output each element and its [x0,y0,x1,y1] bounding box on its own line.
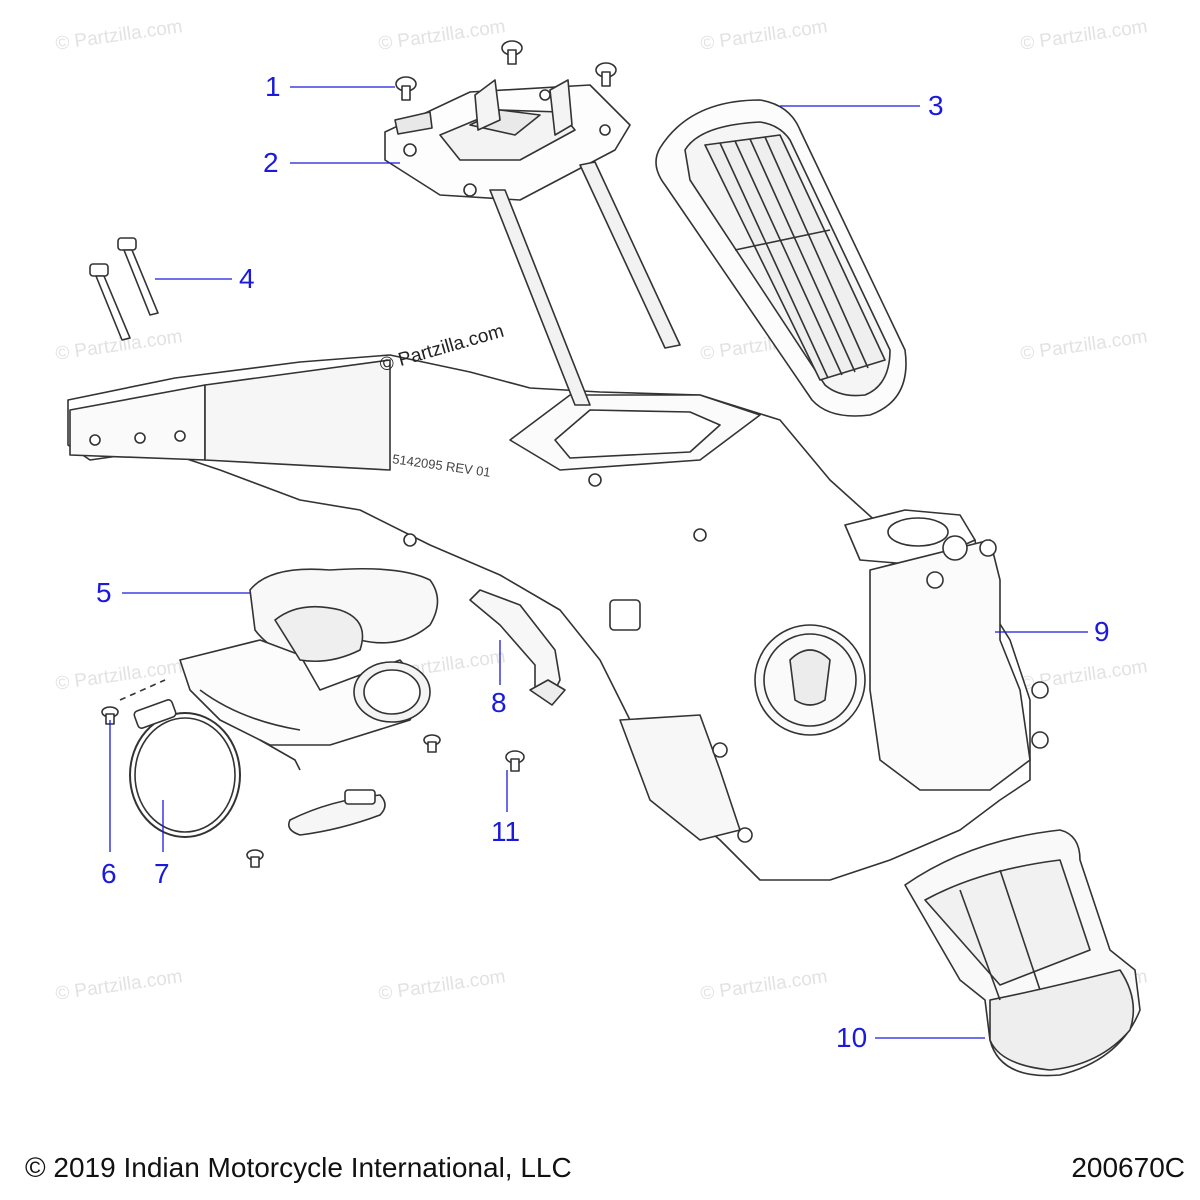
callout-4[interactable]: 4 [239,263,255,294]
copyright-notice: © 2019 Indian Motorcycle International, … [25,1152,572,1183]
callout-6[interactable]: 6 [101,858,117,889]
callout-5[interactable]: 5 [96,577,112,608]
callout-7[interactable]: 7 [154,858,170,889]
callout-8[interactable]: 8 [491,687,507,718]
callout-11[interactable]: 11 [491,816,521,847]
hose-clamp[interactable] [129,699,386,838]
screw[interactable] [505,750,525,772]
intake-boot[interactable] [904,829,1141,1077]
diagram-id: 200670C [1071,1152,1185,1183]
mounting-bracket[interactable] [384,79,681,406]
screw[interactable] [395,40,617,101]
bolt[interactable] [89,237,159,341]
callout-3[interactable]: 3 [928,90,944,121]
callout-1[interactable]: 1 [265,71,281,102]
callout-10[interactable]: 10 [836,1022,868,1053]
callout-9[interactable]: 9 [1094,616,1110,647]
grille-cover[interactable] [655,99,907,417]
intake-duct[interactable] [179,567,439,771]
callout-2[interactable]: 2 [263,147,279,178]
assembly-line [119,679,166,701]
bracket[interactable] [469,589,566,706]
small-screw[interactable] [101,706,441,868]
swingarm-frame[interactable] [67,354,1049,881]
